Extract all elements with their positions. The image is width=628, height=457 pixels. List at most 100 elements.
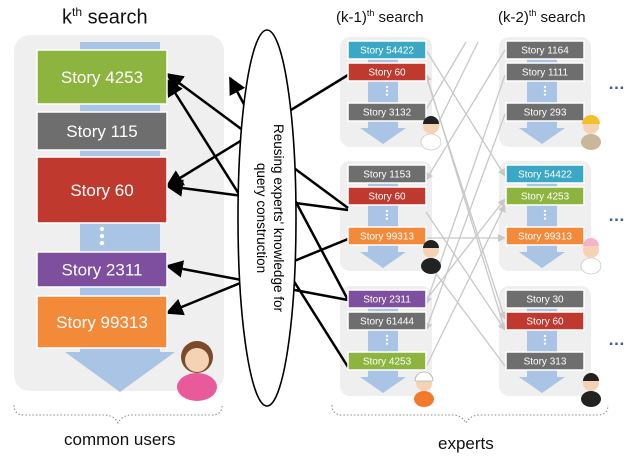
expert-k1-panel-1-story-3-label: Story 3132: [363, 108, 412, 119]
expert-k1-panel-1-story-1-box: [347, 40, 427, 60]
big-story-5-label: Story 99313: [56, 313, 148, 332]
expert-k2-panel-3-story-1-box: [505, 289, 585, 309]
expert-k1-panel-1-story-2-box: [347, 62, 427, 82]
ellipse-text-line-1: Reusing experts' knowledge for: [271, 124, 286, 312]
heading-k1-sup: th: [366, 8, 375, 18]
expert-avatar: [414, 371, 434, 407]
expert-k2-panel-3-story-3-label: Story 313: [524, 357, 567, 368]
expert-gap-dots: [543, 85, 547, 89]
expert-gap-dots: [385, 213, 389, 217]
heading-k-base: k: [62, 6, 72, 29]
big-story-2-box: [36, 111, 168, 151]
expert-k1-panel-2-story-2-label: Story 60: [368, 192, 406, 203]
caption-common-users: common users: [64, 430, 176, 449]
experts-brace: [331, 404, 609, 425]
expert-k2-panel-1-story-3-label: Story 293: [524, 108, 567, 119]
expert-k2-panel-3-story-1-label: Story 30: [526, 295, 564, 306]
expert-k2-panel-1-story-1-box: [505, 40, 585, 60]
heading-k1-search: (k-1)th search: [336, 8, 424, 26]
expert-gap-dots: [543, 89, 547, 93]
expert-gap-dots: [385, 209, 389, 213]
expert-gap-dots: [543, 338, 547, 342]
expert-gap-dots: [385, 93, 389, 96]
expert-k1-panel-2-story-3-label: Story 99313: [360, 232, 414, 243]
heading-k2-base: (k-2): [498, 9, 529, 26]
expert-k1-panel-2-story-3-box: [347, 226, 427, 246]
caption-experts: experts: [438, 434, 494, 453]
expert-k1-panel-3-story-3-label: Story 4253: [363, 357, 412, 368]
heading-k-rest: search: [82, 6, 148, 29]
expert-gap-dots: [385, 334, 389, 338]
expert-k1-panel-3-story-3-box: [347, 351, 427, 371]
expert-k2-panel-1-story-2-box: [505, 62, 585, 82]
expert-flow-arrows: [360, 42, 565, 393]
big-story-3-label: Story 60: [70, 181, 133, 200]
big-column-gap-dots: [99, 226, 105, 232]
heading-k-sup: th: [72, 5, 83, 19]
expert-k2-panel-3-story-2-label: Story 60: [526, 317, 564, 328]
expert-k2-panel-2-story-2-label: Story 4253: [521, 192, 570, 203]
heading-k-search: kth search: [62, 5, 148, 30]
expert-k2-panel-1-story-3-box: [505, 102, 585, 122]
common-user-avatar: [177, 341, 217, 401]
expert-k1-panel-2-story-1-label: Story 1153: [363, 170, 411, 181]
expert-k2-panel-1-story-2-label: Story 1111: [522, 68, 569, 79]
expert-k1-panel-2-story-2-box: [347, 186, 427, 206]
expert-avatar: [581, 115, 601, 150]
expert-k2-panel-3-story-2-box: [505, 311, 585, 331]
expert-k1-panel-3-story-2-box: [347, 311, 427, 331]
expert-k2-panel-2-story-3-label: Story 99313: [518, 232, 572, 243]
heading-k1-rest: search: [374, 9, 424, 26]
expert-avatar: [420, 116, 442, 151]
heading-k1-base: (k-1): [336, 9, 367, 26]
expert-k1-panel-1-story-1-label: Story 54422: [360, 46, 414, 57]
ellipsis-row-3: …: [608, 330, 626, 349]
expert-k1-panel-1-story-3-box: [347, 102, 427, 122]
expert-k2-panel-2-story-2-box: [505, 186, 585, 206]
expert-k2-panel-2-story-1-label: Story 54422: [518, 170, 572, 181]
expert-k2-panel-3-story-3-box: [505, 351, 585, 371]
ellipsis-row-1: …: [608, 74, 626, 93]
expert-link-lines: [419, 41, 507, 368]
ellipsis-row-2: …: [608, 206, 626, 225]
expert-k1-panel-1-story-2-label: Story 60: [368, 68, 406, 79]
expert-gap-dots: [543, 209, 547, 213]
expert-gap-dots: [543, 217, 547, 220]
expert-gap-dots: [543, 334, 547, 338]
expert-k1-panel-3-story-1-label: Story 2311: [363, 295, 411, 306]
ellipse-text-line-2: query construction: [254, 163, 269, 273]
knowledge-reuse-ellipse: [237, 29, 297, 407]
big-story-3-box: [36, 156, 168, 224]
expert-k1-panel-3-story-2-label: Story 61444: [360, 317, 414, 328]
expert-gap-dots: [385, 342, 389, 345]
expert-gap-dots: [385, 217, 389, 220]
big-story-1-label: Story 4253: [61, 68, 143, 87]
big-column-gap-dots: [99, 233, 105, 239]
big-story-5-box: [36, 295, 168, 349]
heading-k2-sup: th: [528, 8, 537, 18]
big-story-1-box: [36, 49, 168, 105]
heading-k2-search: (k-2)th search: [498, 8, 586, 26]
expert-gap-dots: [385, 338, 389, 342]
expert-k1-panel-3-story-1-box: [347, 289, 427, 309]
expert-avatar: [581, 373, 601, 407]
heading-k2-rest: search: [536, 9, 586, 26]
big-column-gap-dots: [99, 240, 105, 246]
expert-gap-dots: [543, 213, 547, 217]
big-story-4-box: [36, 251, 168, 288]
expert-avatar: [580, 238, 602, 275]
expert-k2-panel-1-story-1-label: Story 1164: [521, 46, 569, 57]
expert-gap-dots: [385, 85, 389, 89]
expert-gap-dots: [385, 89, 389, 93]
expert-k2-panel-2-story-3-box: [505, 226, 585, 246]
expert-gap-dots: [543, 93, 547, 96]
big-story-2-label: Story 115: [66, 122, 138, 141]
common-users-brace: [13, 404, 223, 425]
expert-k1-panel-2-story-1-box: [347, 164, 427, 184]
expert-k2-panel-2-story-1-box: [505, 164, 585, 184]
expert-gap-dots: [543, 342, 547, 345]
big-story-4-label: Story 2311: [62, 261, 143, 280]
